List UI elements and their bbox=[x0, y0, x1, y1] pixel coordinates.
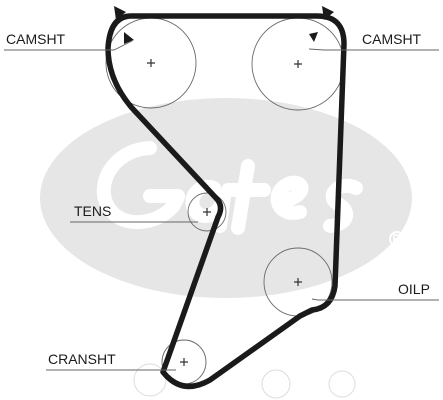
pulley-camshaft-right bbox=[251, 17, 345, 111]
leader-oil-pump bbox=[311, 298, 439, 301]
brand-watermark bbox=[40, 98, 412, 298]
plus-mark-icon bbox=[203, 208, 211, 216]
plus-mark-icon bbox=[294, 60, 302, 68]
triangle-marker-icon bbox=[309, 32, 318, 42]
plus-mark-icon bbox=[180, 358, 188, 366]
leader-lines bbox=[4, 40, 439, 371]
label-oil-pump: OILP bbox=[398, 281, 430, 297]
timing-belt bbox=[105, 13, 347, 390]
triangle-marker-icon bbox=[322, 6, 334, 20]
pulley-outline bbox=[187, 192, 227, 232]
leader-camshaft-right bbox=[308, 48, 439, 51]
background-circles bbox=[133, 363, 356, 399]
plus-mark-icon bbox=[147, 59, 155, 67]
registered-mark-icon bbox=[389, 231, 405, 247]
label-camshaft-right: CAMSHT bbox=[362, 31, 422, 47]
label-tensioner: TENS bbox=[74, 203, 111, 219]
rotation-marker-right bbox=[309, 6, 334, 42]
pulley-tensioner bbox=[187, 192, 227, 232]
triangle-marker-icon bbox=[114, 6, 126, 20]
watermark-lettering bbox=[96, 141, 363, 235]
label-crankshaft: CRANSHT bbox=[48, 351, 116, 367]
leader-camshaft-left bbox=[4, 40, 133, 51]
label-camshaft-left: CAMSHT bbox=[6, 31, 66, 47]
plus-mark-icon bbox=[294, 278, 302, 286]
